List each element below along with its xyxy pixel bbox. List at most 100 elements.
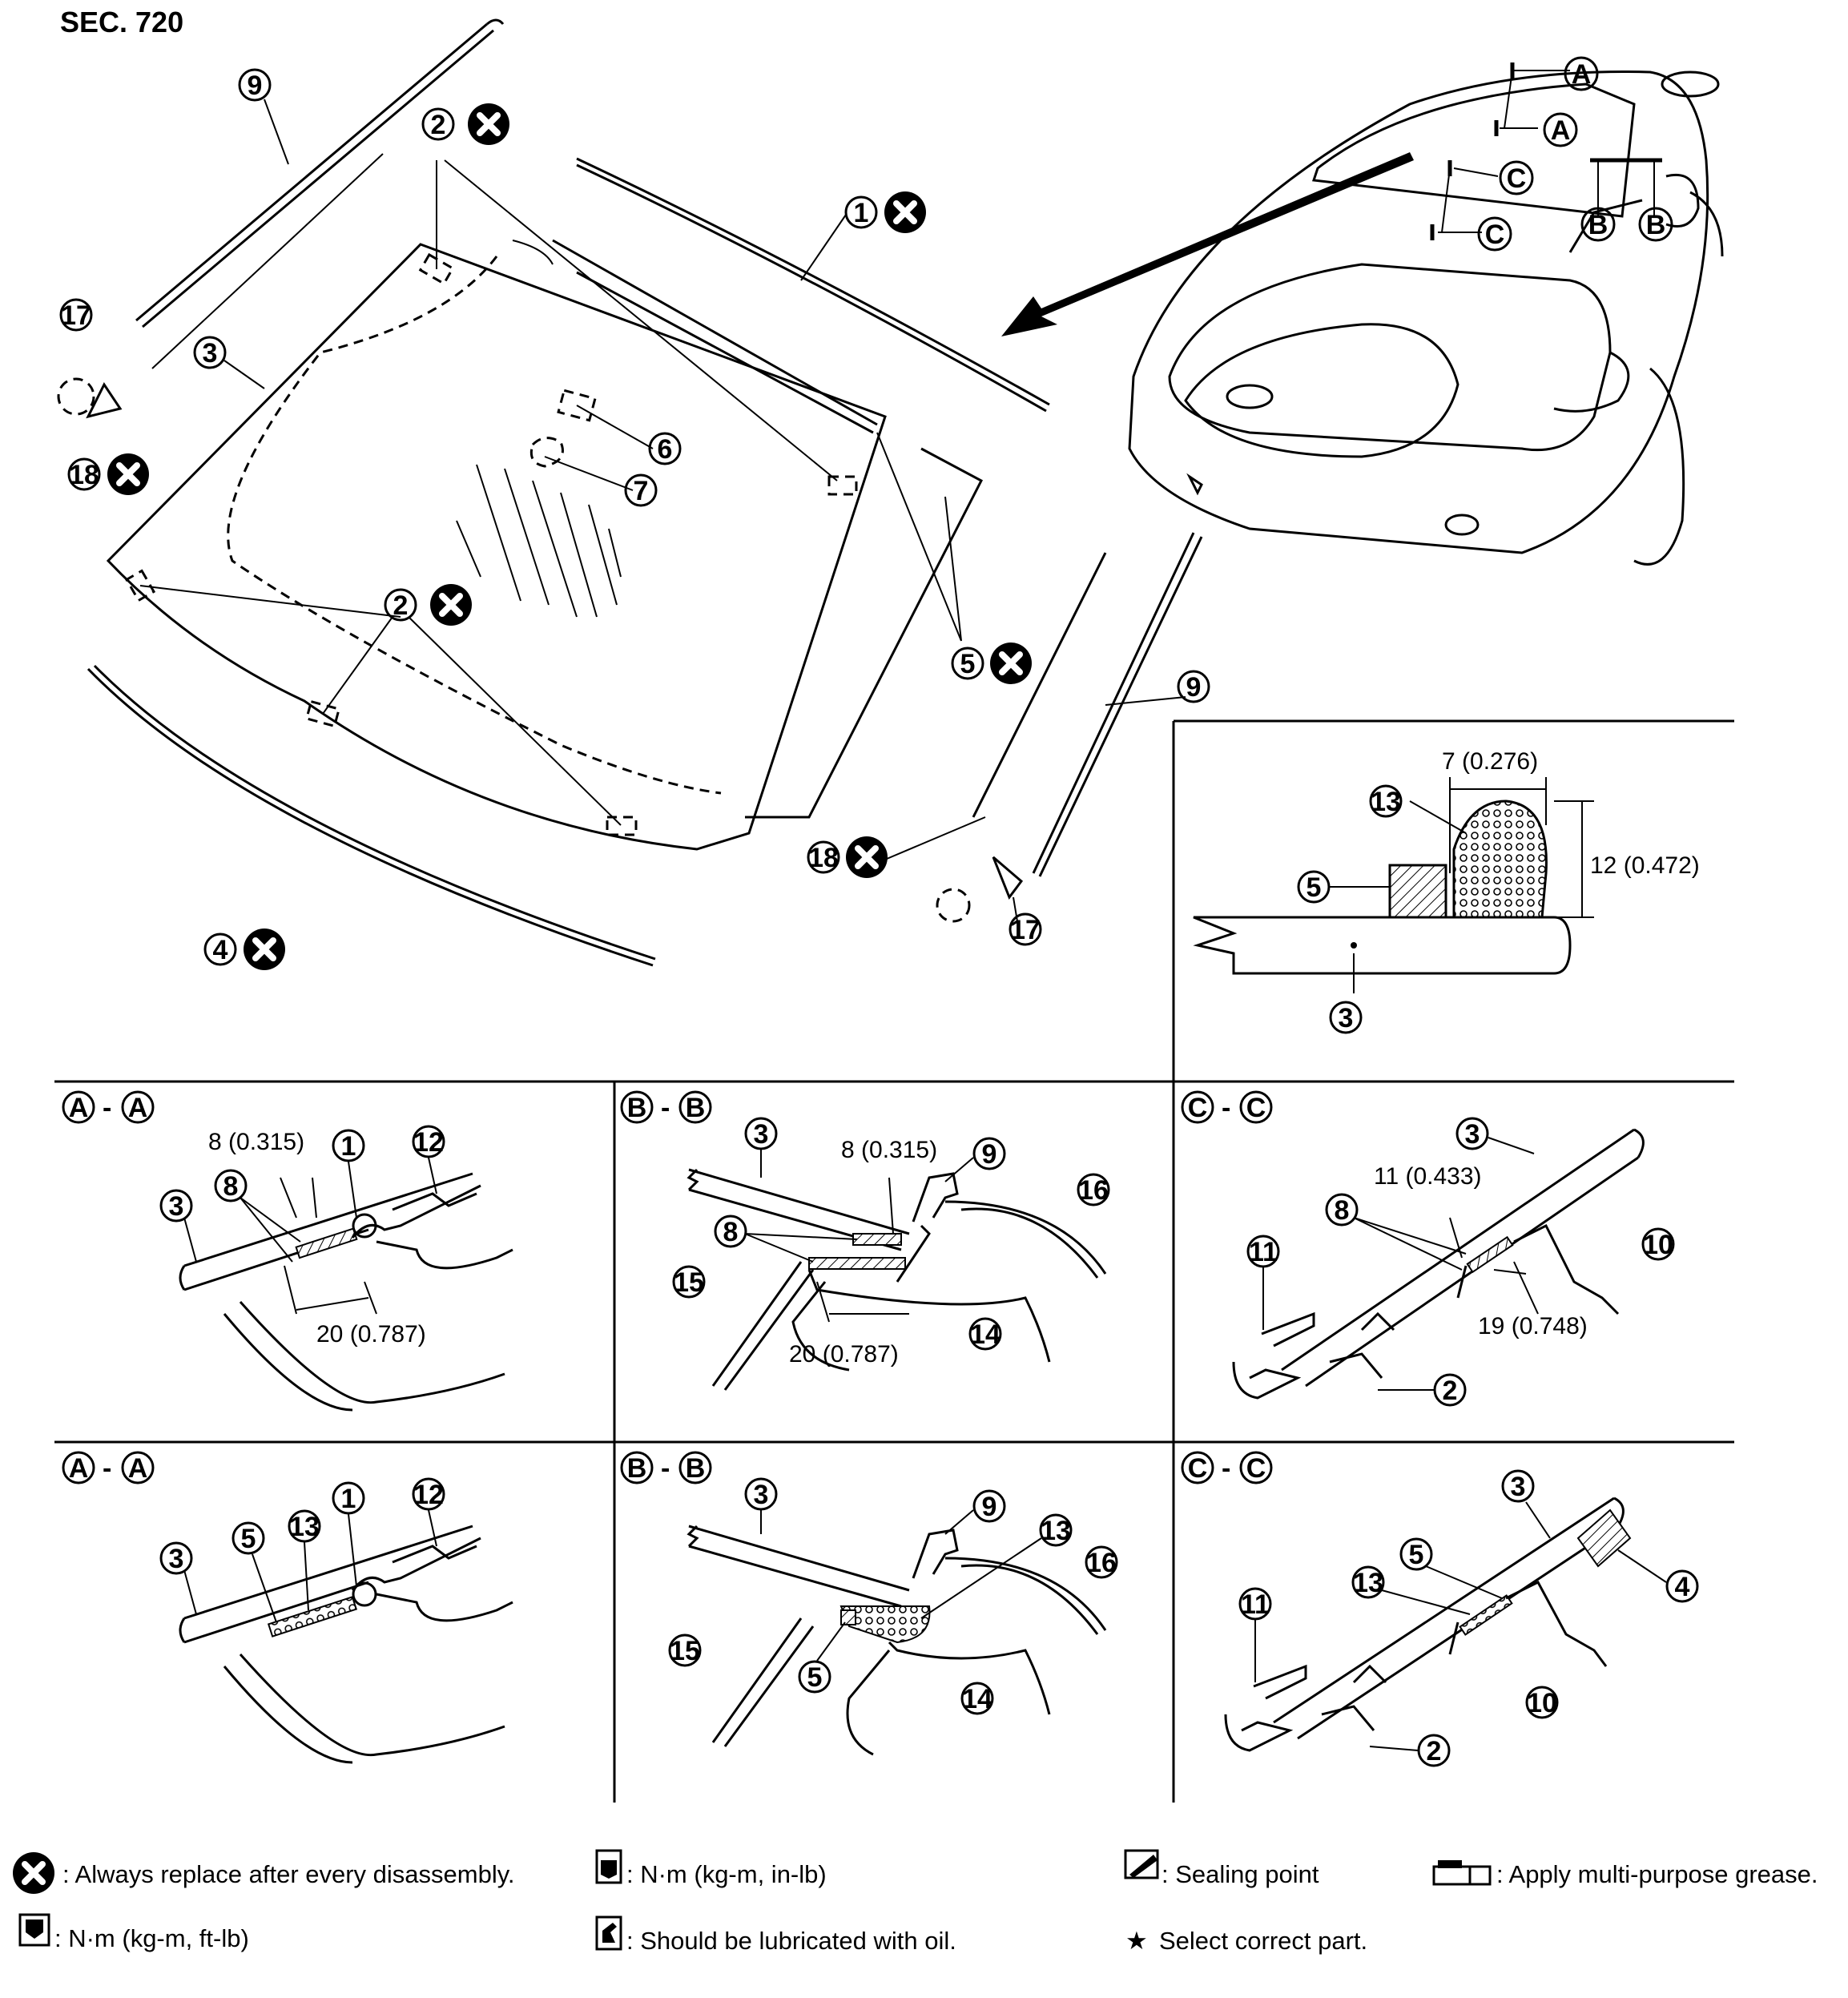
svg-text:B: B bbox=[627, 1093, 647, 1123]
svg-text:C: C bbox=[1246, 1453, 1266, 1484]
replace-x-icon bbox=[13, 1852, 54, 1894]
svg-text:-: - bbox=[1222, 1453, 1230, 1484]
svg-text:-: - bbox=[661, 1093, 670, 1123]
legend-torque-ft: : N·m (kg-m, ft-lb) bbox=[54, 1924, 249, 1952]
aa-depth-dim: 20 (0.787) bbox=[316, 1321, 426, 1347]
legend: : Always replace after every disassembly… bbox=[13, 1851, 1818, 1955]
svg-text:C: C bbox=[1507, 163, 1527, 194]
svg-text:3: 3 bbox=[1339, 1003, 1354, 1033]
svg-text:8: 8 bbox=[223, 1171, 239, 1202]
legend-grease: : Apply multi-purpose grease. bbox=[1496, 1860, 1818, 1888]
svg-text:-: - bbox=[103, 1093, 111, 1123]
svg-text:9: 9 bbox=[982, 1139, 997, 1170]
svg-text:A: A bbox=[69, 1453, 89, 1484]
svg-text:16: 16 bbox=[1078, 1175, 1109, 1206]
legend-lubricate: : Should be lubricated with oil. bbox=[626, 1927, 956, 1955]
svg-text:13: 13 bbox=[1371, 787, 1401, 817]
bead-height-dim: 12 (0.472) bbox=[1590, 852, 1700, 879]
svg-text:14: 14 bbox=[962, 1684, 992, 1714]
sealing-icon bbox=[1124, 1849, 1159, 1879]
svg-text:C: C bbox=[1246, 1093, 1266, 1123]
svg-text:4: 4 bbox=[1675, 1572, 1690, 1602]
svg-text:8: 8 bbox=[1335, 1195, 1350, 1226]
svg-text:18: 18 bbox=[808, 843, 839, 873]
grease-icon bbox=[1432, 1860, 1492, 1886]
svg-text:2: 2 bbox=[431, 110, 446, 140]
svg-text:13: 13 bbox=[289, 1512, 320, 1542]
bb-gap-dim: 8 (0.315) bbox=[841, 1137, 937, 1163]
svg-text:5: 5 bbox=[960, 649, 976, 679]
svg-text:14: 14 bbox=[970, 1319, 1000, 1350]
svg-text:C: C bbox=[1485, 220, 1505, 250]
svg-text:A: A bbox=[128, 1093, 148, 1123]
svg-text:C: C bbox=[1188, 1093, 1208, 1123]
star-icon: ★ bbox=[1125, 1927, 1148, 1955]
svg-text:7: 7 bbox=[634, 476, 649, 506]
svg-text:6: 6 bbox=[658, 434, 673, 465]
svg-text:3: 3 bbox=[169, 1544, 184, 1574]
car-illustration bbox=[1128, 62, 1724, 566]
svg-text:17: 17 bbox=[61, 300, 91, 331]
section-cc-bottom: C - C 3 5 13 4 11 10 2 bbox=[1181, 1451, 1699, 1767]
svg-text:-: - bbox=[1222, 1093, 1230, 1123]
svg-text:9: 9 bbox=[982, 1492, 997, 1522]
svg-text:B: B bbox=[627, 1453, 647, 1484]
svg-text:3: 3 bbox=[203, 338, 218, 369]
section-aa-top: A - A 8 (0.315) 20 (0.787) 3 8 1 12 bbox=[62, 1090, 513, 1412]
svg-text:1: 1 bbox=[854, 198, 869, 228]
section-aa-bottom: A - A 3 5 13 1 12 bbox=[62, 1451, 513, 1764]
svg-text:15: 15 bbox=[670, 1636, 700, 1666]
svg-text:A: A bbox=[1572, 59, 1592, 90]
svg-text:12: 12 bbox=[413, 1127, 444, 1158]
svg-text:16: 16 bbox=[1086, 1548, 1117, 1578]
car-section-marks: A A C C B B bbox=[1477, 56, 1673, 252]
oil-can-icon bbox=[595, 1915, 622, 1951]
svg-text:-: - bbox=[103, 1453, 111, 1484]
svg-text:4: 4 bbox=[213, 935, 228, 965]
svg-text:12: 12 bbox=[413, 1480, 444, 1510]
svg-text:3: 3 bbox=[169, 1191, 184, 1222]
section-bb-top: B - B 8 (0.315) 20 (0.787) 3 9 16 8 15 1… bbox=[620, 1090, 1110, 1391]
bb-depth-dim: 20 (0.787) bbox=[789, 1341, 899, 1368]
svg-text:3: 3 bbox=[1511, 1472, 1526, 1502]
svg-text:5: 5 bbox=[1306, 872, 1322, 903]
svg-text:-: - bbox=[661, 1453, 670, 1484]
svg-text:5: 5 bbox=[1409, 1540, 1424, 1570]
legend-select: Select correct part. bbox=[1159, 1927, 1367, 1955]
svg-text:5: 5 bbox=[241, 1524, 256, 1554]
section-bb-bottom: B - B 3 9 13 16 15 5 14 bbox=[620, 1451, 1118, 1756]
svg-text:B: B bbox=[1588, 210, 1608, 240]
svg-text:3: 3 bbox=[754, 1119, 769, 1150]
svg-text:13: 13 bbox=[1353, 1568, 1383, 1598]
svg-text:1: 1 bbox=[341, 1131, 356, 1162]
svg-text:13: 13 bbox=[1041, 1516, 1071, 1546]
svg-text:17: 17 bbox=[1010, 915, 1041, 945]
cc-depth-dim: 19 (0.748) bbox=[1478, 1313, 1588, 1339]
section-cc-top: C - C 11 (0.433) 19 (0.748) 3 8 10 11 2 bbox=[1181, 1090, 1675, 1407]
svg-text:2: 2 bbox=[1443, 1376, 1458, 1406]
svg-text:A: A bbox=[1551, 115, 1571, 146]
torque-wrench-icon bbox=[595, 1849, 622, 1884]
svg-text:5: 5 bbox=[807, 1662, 823, 1693]
svg-text:18: 18 bbox=[69, 460, 99, 490]
svg-text:A: A bbox=[128, 1453, 148, 1484]
svg-text:11: 11 bbox=[1249, 1237, 1278, 1267]
svg-text:11: 11 bbox=[1241, 1589, 1270, 1620]
svg-text:15: 15 bbox=[674, 1267, 704, 1298]
svg-text:8: 8 bbox=[723, 1217, 739, 1247]
aa-gap-dim: 8 (0.315) bbox=[208, 1129, 304, 1155]
svg-text:9: 9 bbox=[248, 70, 263, 101]
svg-text:A: A bbox=[69, 1093, 89, 1123]
svg-text:C: C bbox=[1188, 1453, 1208, 1484]
svg-text:3: 3 bbox=[754, 1480, 769, 1510]
svg-text:3: 3 bbox=[1465, 1119, 1480, 1150]
svg-text:9: 9 bbox=[1186, 672, 1202, 703]
svg-text:10: 10 bbox=[1527, 1688, 1557, 1718]
bead-detail: 7 (0.276) 12 (0.472) 13 5 3 bbox=[1172, 719, 1734, 1082]
svg-text:B: B bbox=[686, 1093, 706, 1123]
section-label: SEC. 720 bbox=[60, 6, 183, 38]
svg-text:B: B bbox=[686, 1453, 706, 1484]
svg-text:B: B bbox=[1646, 210, 1666, 240]
bead-width-dim: 7 (0.276) bbox=[1442, 748, 1538, 775]
